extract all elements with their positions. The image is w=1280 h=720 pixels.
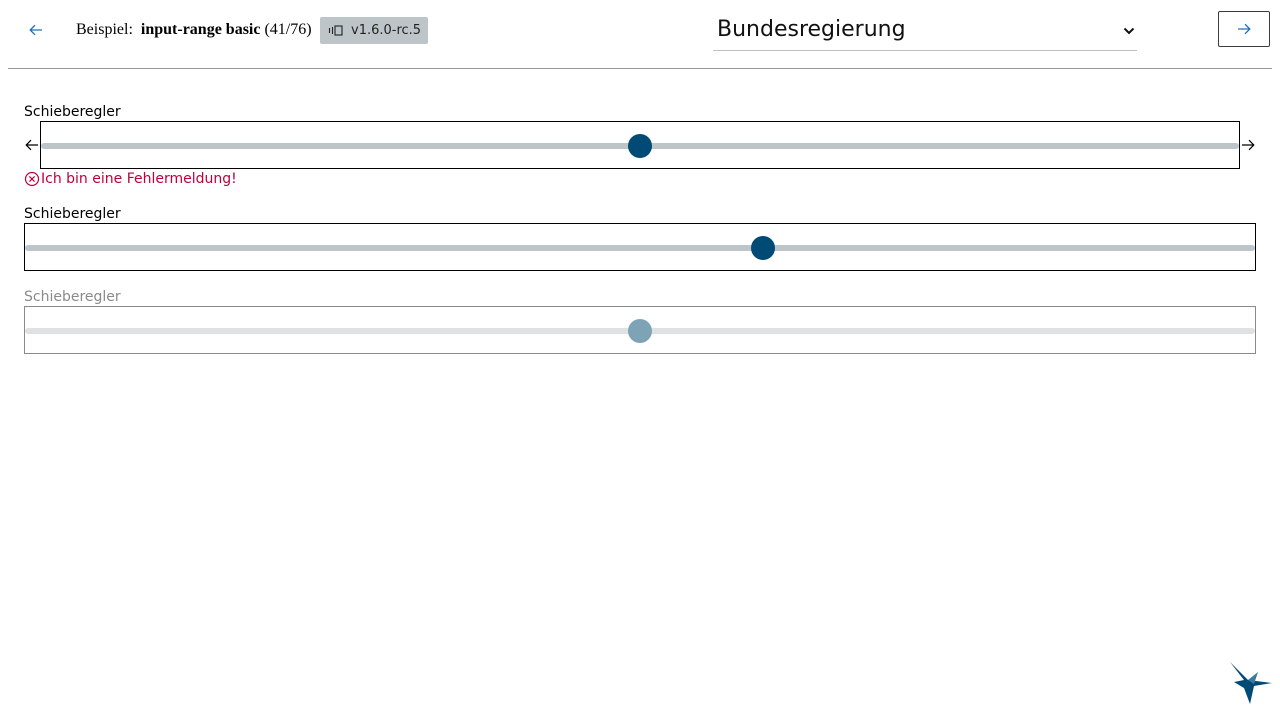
example-name: input-range basic [140,21,261,38]
example-title: Beispiel: input-range basic (41/76) [76,20,312,40]
version-badge: v1.6.0-rc.5 [320,17,428,44]
chevron-down-icon [1123,20,1135,39]
arrow-left-icon [29,21,43,40]
error-message: Ich bin eine Fehlermeldung! [24,170,237,188]
slider-label: Schieberegler [24,206,121,222]
slider-thumb [628,319,652,343]
next-example-button[interactable] [1218,11,1270,47]
circle-x-icon [24,171,40,187]
slider-increase-button[interactable] [1240,136,1256,154]
range-slider[interactable] [40,121,1240,169]
component-icon [328,25,343,36]
range-slider-disabled [24,306,1256,354]
slider-decrease-button[interactable] [24,136,40,154]
theme-select-value: Bundesregierung [717,17,906,42]
example-prefix: Beispiel: [76,21,133,38]
example-header: Beispiel: input-range basic (41/76) v1.6… [8,0,1272,69]
version-text: v1.6.0-rc.5 [351,23,422,38]
kolibri-bird-logo [1228,660,1274,706]
slider-label-disabled: Schieberegler [24,289,121,305]
error-text: Ich bin eine Fehlermeldung! [41,171,237,187]
example-count: (41/76) [264,21,312,38]
arrow-right-icon [1241,136,1255,155]
previous-example-button[interactable] [26,19,46,41]
range-slider[interactable] [24,223,1256,271]
slider-thumb[interactable] [751,236,775,260]
theme-select[interactable]: Bundesregierung [713,9,1137,51]
slider-thumb[interactable] [628,134,652,158]
slider-track [25,245,1255,251]
arrow-right-icon [1237,20,1251,39]
arrow-left-icon [25,136,39,155]
slider-label: Schieberegler [24,104,121,120]
